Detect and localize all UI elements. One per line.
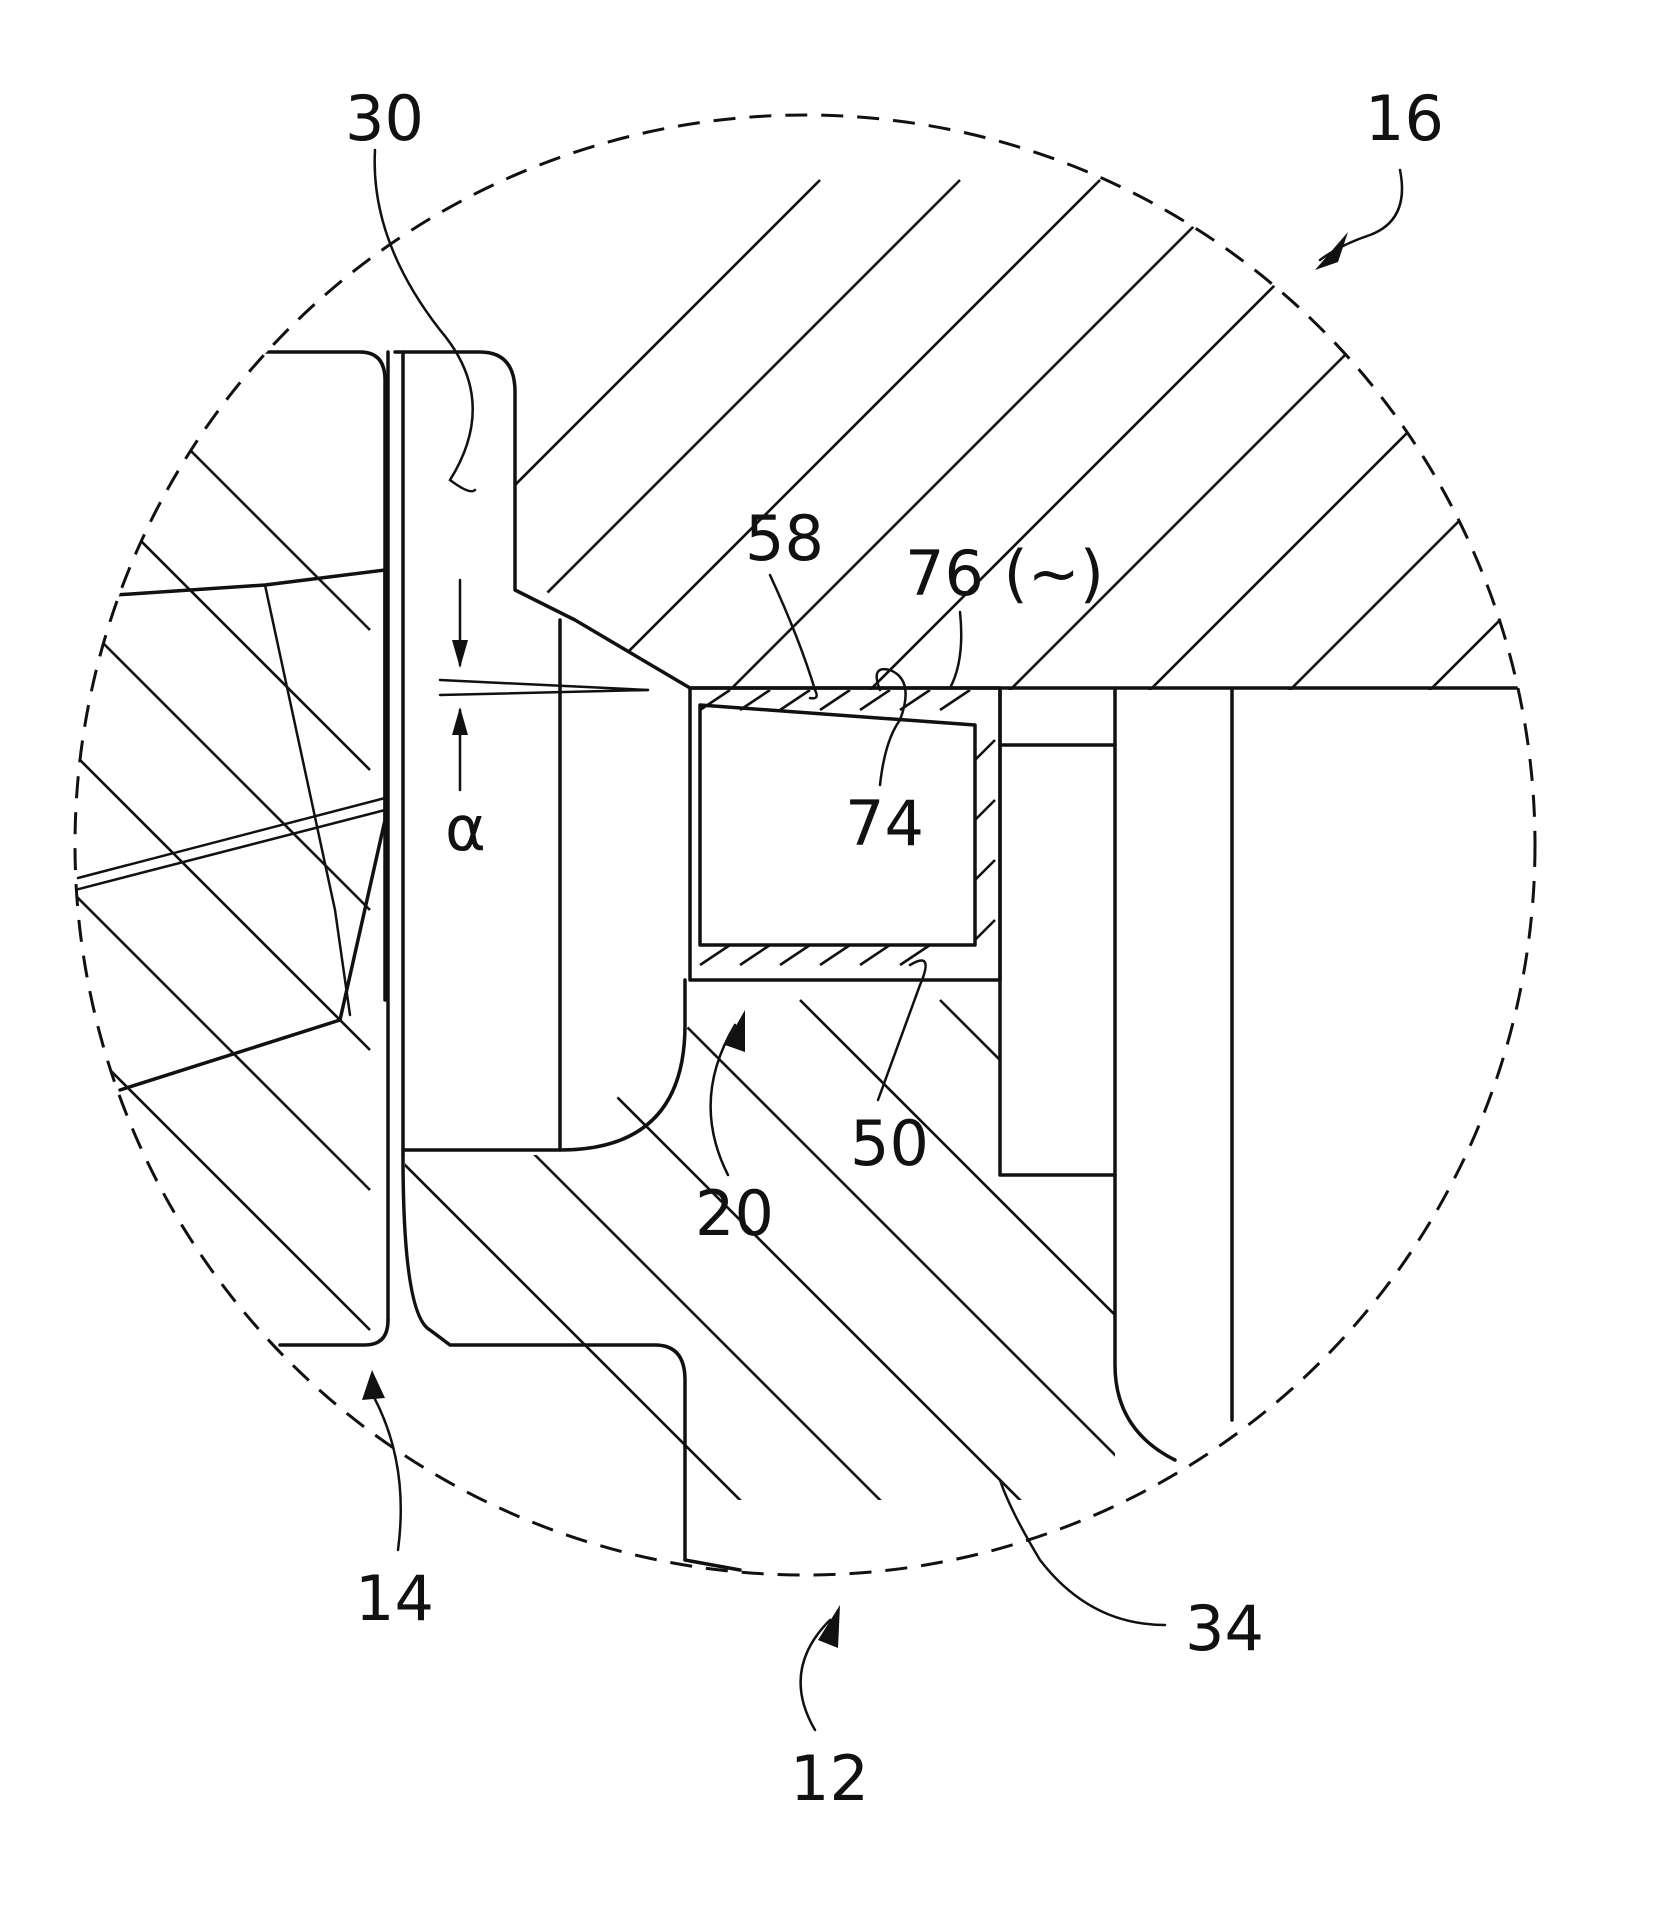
label-14: 14 xyxy=(355,1562,434,1635)
label-74: 74 xyxy=(845,787,924,860)
arrowhead-14 xyxy=(362,1370,385,1400)
seal-inner-element xyxy=(700,705,975,945)
leader-lines xyxy=(362,150,1402,1730)
arrowhead-20 xyxy=(725,1010,745,1052)
leader-20 xyxy=(711,1025,735,1175)
upper-housing-outline xyxy=(395,352,1520,688)
left-blade-2 xyxy=(78,798,385,878)
arrowhead-16 xyxy=(1315,232,1348,270)
label-30: 30 xyxy=(345,82,424,155)
label-alpha: α xyxy=(445,792,486,865)
shaft-foot xyxy=(403,1155,685,1560)
leader-16 xyxy=(1320,170,1402,260)
taper-line-bottom xyxy=(440,690,648,695)
angle-dimension xyxy=(452,580,468,790)
left-insert-inner xyxy=(265,585,350,1015)
label-76: 76 (~) xyxy=(905,537,1104,610)
leader-34 xyxy=(1000,1480,1165,1625)
label-34: 34 xyxy=(1185,1592,1264,1665)
left-part-hatch xyxy=(60,380,370,1390)
right-channel-left xyxy=(1115,688,1175,1460)
taper-line-top xyxy=(440,680,648,690)
left-insert xyxy=(115,570,385,1090)
shaft-neck xyxy=(280,1320,388,1345)
leader-14 xyxy=(370,1390,401,1550)
reference-labels: 30 16 58 76 (~) 74 α 20 50 14 34 12 xyxy=(345,82,1444,1815)
label-12: 12 xyxy=(790,1742,869,1815)
label-20: 20 xyxy=(695,1177,774,1250)
label-16: 16 xyxy=(1365,82,1444,155)
leader-58 xyxy=(770,575,817,698)
lower-housing-hatch xyxy=(240,1000,1660,1720)
hatched-sections xyxy=(40,180,1675,1720)
label-50: 50 xyxy=(850,1107,929,1180)
right-step xyxy=(1000,980,1115,1175)
label-58: 58 xyxy=(745,502,824,575)
leader-76 xyxy=(950,612,961,688)
arrowhead-12 xyxy=(818,1605,840,1648)
